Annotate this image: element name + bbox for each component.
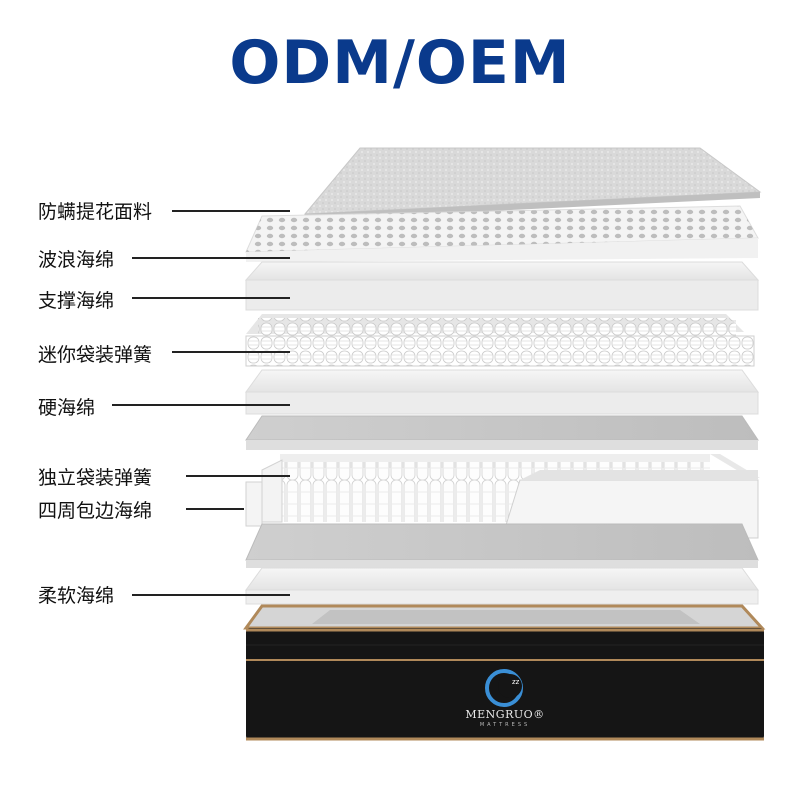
layer-hard-foam	[245, 369, 759, 415]
leader-line	[186, 475, 290, 477]
layer-gray-foam-lower	[245, 523, 759, 568]
label-support-foam: 支撑海绵	[38, 290, 115, 312]
brand-logo-icon: zz	[485, 669, 523, 707]
layer-mini-springs	[245, 314, 755, 367]
leader-line	[112, 404, 290, 406]
leader-line	[172, 351, 290, 353]
leader-line	[172, 210, 290, 212]
layer-gray-foam-upper	[245, 415, 759, 450]
layer-wave-foam	[245, 205, 759, 262]
page-title: ODM/OEM	[229, 28, 571, 98]
label-edge-foam: 四周包边海绵	[38, 500, 153, 522]
label-mini-springs: 迷你袋装弹簧	[38, 344, 153, 366]
leader-line	[186, 508, 244, 510]
layer-soft-foam	[245, 567, 759, 605]
leader-line	[132, 297, 290, 299]
label-pocket-springs: 独立袋装弹簧	[38, 467, 153, 489]
label-fabric: 防螨提花面料	[38, 201, 153, 223]
label-wave-foam: 波浪海绵	[38, 249, 115, 271]
label-soft-foam: 柔软海绵	[38, 585, 115, 607]
svg-text:zz: zz	[512, 678, 520, 686]
label-hard-foam: 硬海绵	[38, 397, 96, 419]
leader-line	[132, 594, 290, 596]
brand-name: MENGRUO®	[465, 708, 545, 721]
brand-subtitle: MATTRESS	[479, 722, 531, 728]
layer-support-foam	[244, 261, 760, 311]
leader-line	[132, 257, 290, 259]
